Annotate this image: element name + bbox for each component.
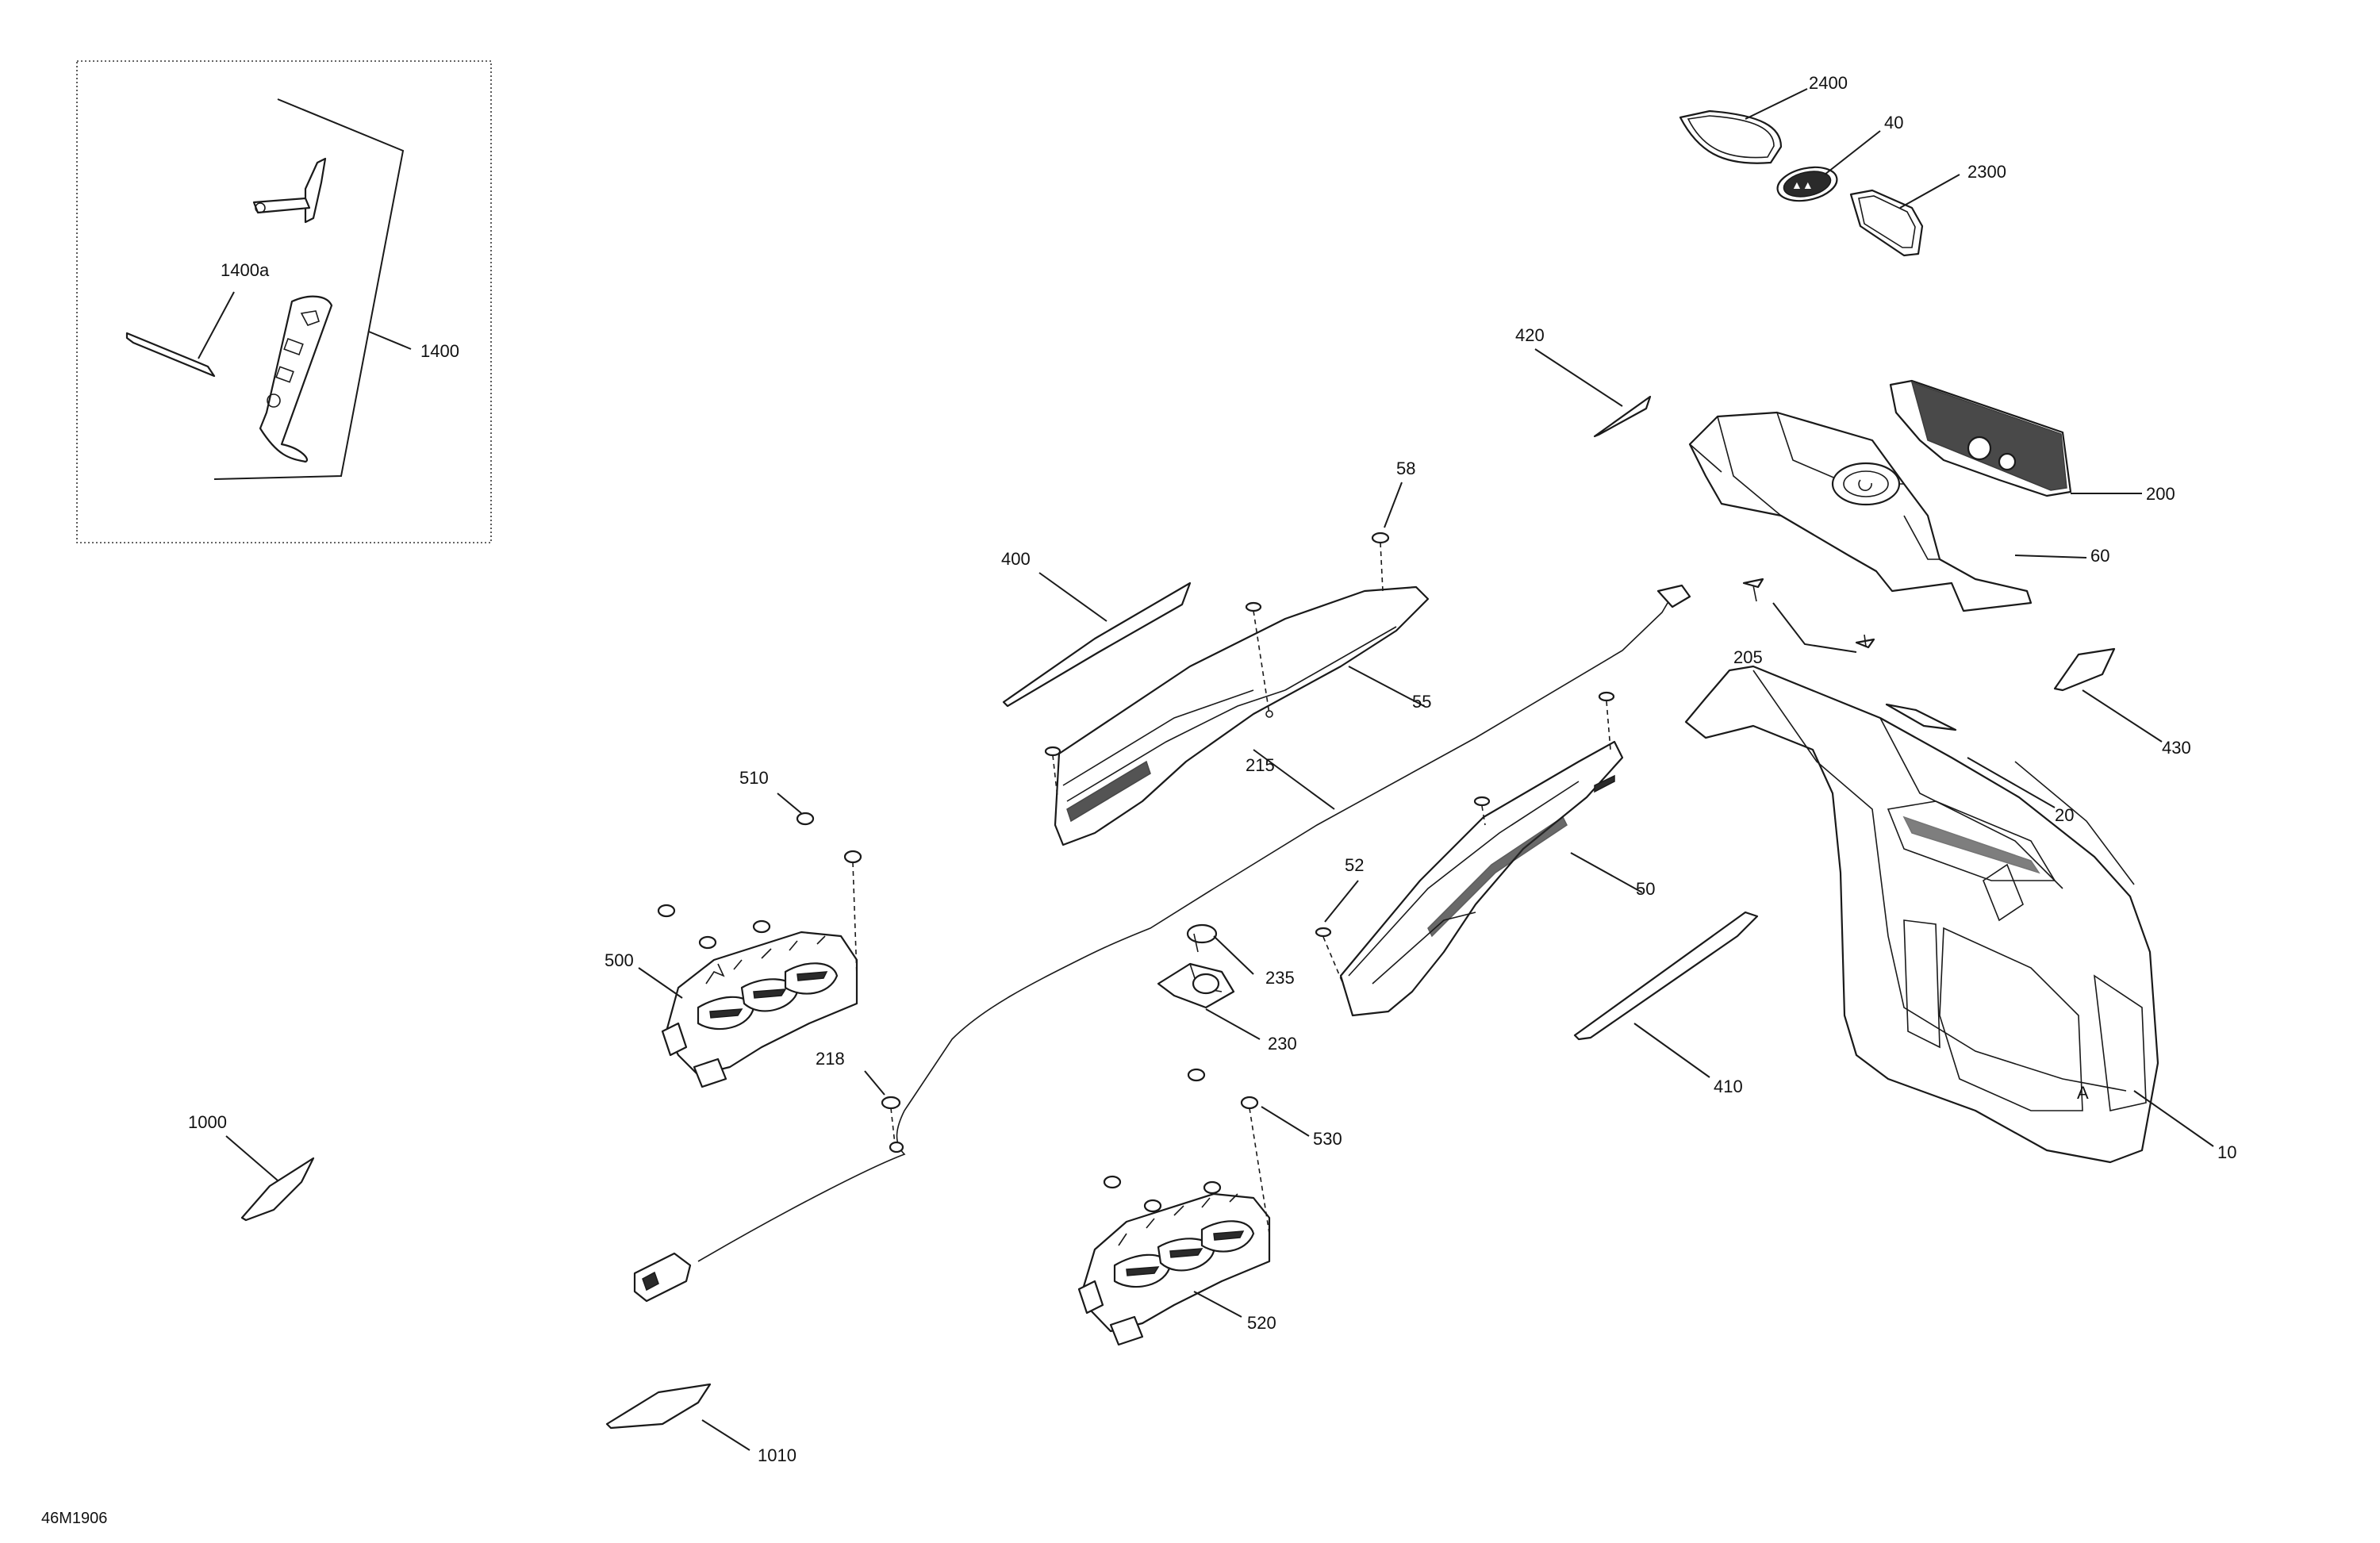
callout-410: 410	[1714, 1077, 1743, 1096]
callout-10: 10	[2217, 1142, 2236, 1162]
decal-420	[1593, 395, 1652, 438]
callout-235: 235	[1265, 968, 1295, 988]
pin-510-group	[657, 812, 862, 977]
callout-430: 430	[2162, 738, 2191, 758]
hook-tool	[252, 157, 327, 224]
callout-205: 205	[1733, 647, 1763, 667]
footrest-plate-520	[1077, 1192, 1271, 1346]
callout-1400: 1400	[420, 341, 459, 361]
svg-text:▲▲: ▲▲	[1791, 178, 1814, 191]
callout-200: 200	[2146, 484, 2175, 504]
display-200	[1889, 379, 2072, 497]
callout-58: 58	[1396, 459, 1415, 478]
tool-kit-inset	[76, 60, 492, 543]
decal-2400	[1679, 109, 1783, 164]
decal-430	[2053, 647, 2116, 692]
clip-235	[1186, 923, 1218, 953]
pin-530-group	[1103, 1068, 1270, 1234]
callout-520: 520	[1247, 1313, 1276, 1333]
decal-20	[1885, 703, 1957, 731]
pin-58-group	[1044, 532, 1390, 798]
callout-215: 215	[1246, 755, 1275, 775]
callout-40: 40	[1884, 113, 1903, 132]
badge-40: ▲▲	[1776, 166, 1838, 202]
callout-2400: 2400	[1809, 73, 1848, 93]
console-60	[1688, 411, 2033, 612]
callout-60: 60	[2090, 546, 2109, 566]
callout-20: 20	[2055, 805, 2074, 825]
diagram-code: 46M1906	[41, 1510, 107, 1527]
decal-1000	[240, 1157, 315, 1222]
wrench-tool	[259, 295, 333, 463]
callout-1010: 1010	[758, 1445, 797, 1465]
callout-400: 400	[1001, 549, 1031, 569]
callout-510: 510	[739, 768, 769, 788]
callout-500: 500	[605, 950, 634, 970]
side-panel-55	[1054, 585, 1430, 846]
bracket-230	[1157, 962, 1235, 1009]
callout-230: 230	[1268, 1034, 1297, 1054]
callout-420: 420	[1515, 325, 1545, 345]
decal-2300	[1849, 189, 1924, 257]
clip-218	[881, 1096, 904, 1153]
wire-harness-215	[633, 584, 1691, 1303]
side-panel-50	[1339, 740, 1624, 1017]
callout-1000: 1000	[188, 1112, 227, 1132]
main-front-panel-10	[1684, 665, 2159, 1164]
panel-mark: A	[2077, 1083, 2089, 1103]
footrest-plate-500	[661, 931, 858, 1088]
screw-205-a	[1742, 578, 1764, 602]
callout-50: 50	[1636, 879, 1655, 899]
flat-bar-tool	[125, 332, 216, 378]
decal-1010	[605, 1383, 712, 1430]
callout-530: 530	[1313, 1129, 1342, 1149]
decal-400	[1002, 582, 1192, 708]
callout-52: 52	[1345, 855, 1364, 875]
callout-1400a: 1400a	[221, 260, 270, 280]
pin-52-group	[1315, 691, 1615, 983]
decal-410	[1573, 911, 1759, 1041]
callout-55: 55	[1412, 692, 1431, 712]
callout-2300: 2300	[1967, 162, 2006, 182]
screw-205-b	[1855, 634, 1875, 649]
callout-218: 218	[816, 1049, 845, 1069]
